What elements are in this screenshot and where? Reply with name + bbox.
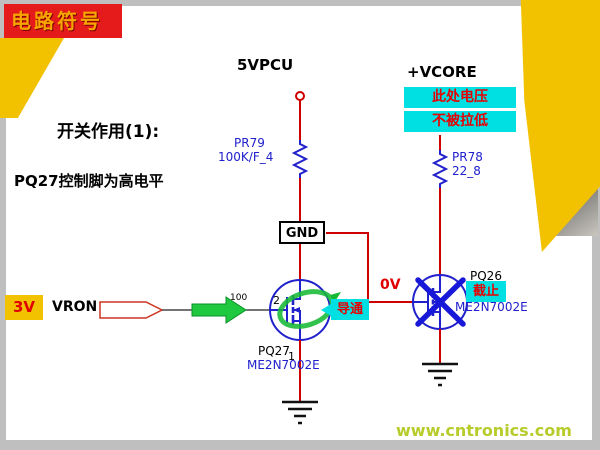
- input-voltage-badge: 3V: [5, 295, 43, 320]
- mosfet-q1-ref: PQ27: [258, 344, 290, 358]
- resistor-pr79-value: 100K/F_4: [218, 150, 274, 164]
- mosfet-q2-part: ME2N7002E: [455, 300, 528, 314]
- resistor-pr78-ref: PR78: [452, 150, 483, 164]
- resistor-pr78-value: 22_8: [452, 164, 481, 178]
- net-label-vcore: +VCORE: [407, 63, 477, 81]
- vron-pointer-flag: [99, 301, 164, 319]
- cutoff-x-mark: [415, 277, 466, 327]
- resistor-pr78: [431, 150, 449, 188]
- slide-title: 电路符号: [11, 9, 103, 33]
- heading-switch-function: 开关作用(1):: [57, 122, 160, 142]
- resistor-pr79-ref: PR79: [234, 136, 265, 150]
- signal-name-vron: VRON: [52, 299, 98, 315]
- drain-voltage-label: 0V: [380, 277, 401, 293]
- q1-pin-gate-number: 2: [273, 294, 280, 307]
- mosfet-q2-ref: PQ26: [470, 269, 502, 283]
- slide-title-banner: 电路符号: [4, 4, 122, 38]
- ground-symbol-q1: [282, 400, 318, 425]
- terminal-5vpcu: [295, 91, 305, 101]
- green-drive-arrow: [191, 296, 247, 324]
- state-callout-off: 截止: [466, 281, 506, 302]
- resistor-pr79: [291, 140, 309, 178]
- vcore-note-line1: 此处电压: [404, 87, 516, 108]
- site-watermark: www.cntronics.com: [396, 421, 572, 440]
- gnd-net-box: GND: [279, 221, 325, 244]
- mosfet-q1-part: ME2N7002E: [247, 358, 320, 372]
- ground-symbol-q2: [422, 362, 458, 387]
- state-callout-on: 导通: [331, 299, 369, 320]
- heading-pq27-high: PQ27控制脚为高电平: [14, 172, 164, 190]
- vcore-note-line2: 不被拉低: [404, 111, 516, 132]
- q1-pin-source-number: 1: [288, 350, 295, 363]
- gate-series-value: 100: [230, 293, 248, 303]
- on-callout-tail: [321, 304, 331, 316]
- wire-gnd-to-q2-gate: [326, 232, 414, 303]
- net-label-5vpcu: 5VPCU: [237, 56, 294, 74]
